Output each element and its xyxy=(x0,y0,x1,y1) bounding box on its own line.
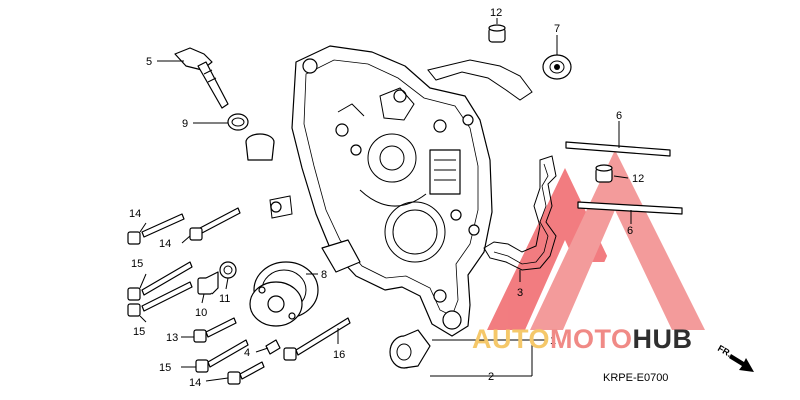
bolts xyxy=(127,207,351,385)
callout-6-lower: 6 xyxy=(627,225,633,237)
callout-14-top: 14 xyxy=(129,208,141,220)
callout-3: 3 xyxy=(517,287,523,299)
brand-moto: MOTO xyxy=(550,324,633,354)
callout-labels: 5 9 12 7 6 12 6 3 8 11 10 13 4 15 14 16 … xyxy=(129,7,644,389)
dipstick-5 xyxy=(174,47,229,109)
stud-6-upper xyxy=(565,141,671,157)
crankcase-cover xyxy=(269,45,493,337)
o-ring-8 xyxy=(227,113,249,131)
stud-6-lower xyxy=(577,201,683,215)
callout-2: 2 xyxy=(488,371,494,383)
front-direction-arrow: FR. xyxy=(716,343,754,372)
brand-hub: HUB xyxy=(633,324,693,354)
callout-4: 4 xyxy=(244,347,250,359)
callout-14-bottom: 14 xyxy=(189,377,201,389)
collar-12-top xyxy=(488,24,506,43)
callout-7: 7 xyxy=(554,23,560,35)
callout-11: 11 xyxy=(219,293,230,305)
callout-14-mid: 14 xyxy=(159,238,171,250)
callout-13: 13 xyxy=(166,332,178,344)
brand-auto: AUTO xyxy=(472,324,550,354)
watermark-triangle-right xyxy=(530,150,705,330)
bearing-1 xyxy=(389,329,431,369)
drawing-code: KRPE-E0700 xyxy=(603,372,668,384)
washer-11 xyxy=(219,261,237,279)
upper-gasket xyxy=(427,59,533,101)
callout-10: 10 xyxy=(195,307,207,319)
gasket xyxy=(483,155,557,271)
callout-16: 16 xyxy=(333,349,345,361)
watermark-text: AUTOMOTOHUB xyxy=(472,324,693,354)
watermark-brand: AUTOMOTOHUB xyxy=(472,324,693,354)
collar-12-right xyxy=(595,164,613,183)
filler-neck xyxy=(245,133,275,161)
callout-15-top: 15 xyxy=(131,258,143,270)
callout-1: 1 xyxy=(550,335,556,347)
callout-12-right: 12 xyxy=(632,173,644,185)
callout-15-bottom: 15 xyxy=(159,362,171,374)
leader-lines xyxy=(139,18,632,382)
callout-5: 5 xyxy=(146,56,152,68)
oil-seal-7 xyxy=(542,54,572,80)
callout-9: 8 xyxy=(321,269,327,281)
callout-8: 9 xyxy=(182,118,188,130)
callout-12-top: 12 xyxy=(490,7,502,19)
callout-15-mid: 15 xyxy=(133,326,145,338)
pulley-cover-9 xyxy=(249,261,319,327)
drain-bolt-10 xyxy=(197,271,219,295)
watermark-triangle-inner xyxy=(585,245,640,305)
callout-6-upper: 6 xyxy=(616,110,622,122)
